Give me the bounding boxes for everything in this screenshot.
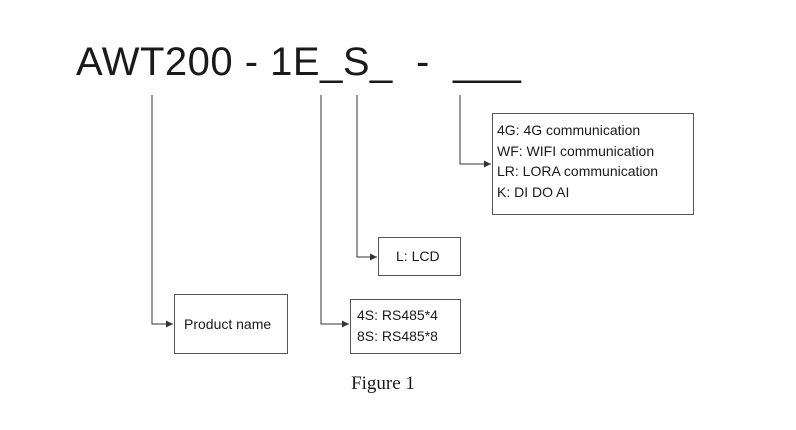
- display-option-lcd: L: LCD: [396, 248, 440, 265]
- model-slot-serial: _: [320, 40, 343, 84]
- display-box: L: LCD: [378, 237, 461, 276]
- product-name-label: Product name: [184, 315, 272, 332]
- model-name: AWT200: [76, 40, 234, 84]
- comm-option-wifi: WF: WIFI communication: [497, 142, 655, 159]
- product-name-box: Product name: [174, 294, 288, 354]
- connector-product: [151, 95, 173, 328]
- model-series: 1E: [270, 40, 321, 84]
- figure-caption: Figure 1: [351, 373, 415, 394]
- model-slot-display: S_: [342, 40, 393, 84]
- serial-option-4s: 4S: RS485*4: [357, 307, 438, 323]
- connector-display: [356, 95, 377, 261]
- model-code-title: AWT200 - 1E_S_ - ___: [76, 38, 521, 86]
- comm-option-4g: 4G: 4G communication: [497, 122, 641, 138]
- communication-box: 4G: 4G communication WF: WIFI communicat…: [492, 113, 694, 215]
- model-slot-communication: ___: [453, 40, 522, 84]
- model-separator-2: -: [392, 40, 454, 84]
- connector-communication: [459, 95, 491, 168]
- comm-option-lora: LR: LORA communication: [497, 163, 659, 179]
- model-separator-1: -: [233, 40, 271, 84]
- comm-option-di-do-ai: K: DI DO AI: [497, 183, 570, 200]
- serial-option-8s: 8S: RS485*8: [357, 327, 438, 344]
- connector-serial: [320, 95, 349, 328]
- serial-port-box: 4S: RS485*4 8S: RS485*8: [350, 299, 461, 354]
